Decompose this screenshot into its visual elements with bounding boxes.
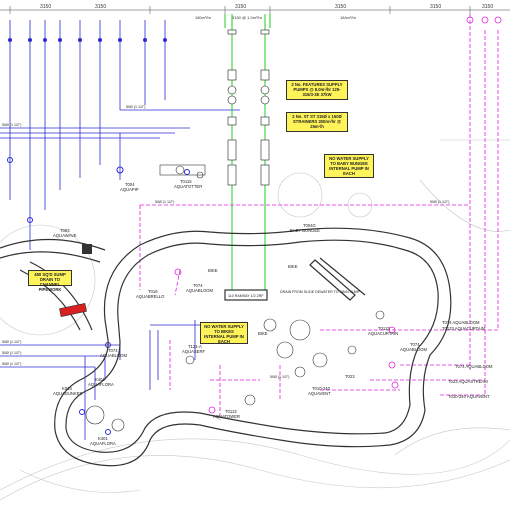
header-dim-5: 3150 [430,4,441,10]
side-label-4: T010-240 AQUAVENT [448,394,490,399]
pipe-label-3: 50Ø (1 1/2") [2,351,21,355]
strainers-callout: 2 No. ST ST 315Ø x 150Ø STRAINERS 300m³/… [286,112,348,132]
pump-strainer-symbols [227,29,270,186]
baby-bungee-supply-callout: NO WATER SUPPLY TO BABY BUNGEE INTERNAL … [324,154,374,178]
features-supply-callout: 2 No. FEATURES SUPPLY PUMPS @ 8.0m³/hr 1… [286,80,348,100]
feature-label-tag-8: T074 [410,342,420,347]
blue-pipework [0,20,240,440]
side-label-1: T0123 AQUACURTAIN [442,326,485,331]
feature-label-tag-12: K401 [98,436,108,441]
feature-label-name-2: AQUAWAVE [53,233,77,238]
bike-label-2: BIKE [288,264,298,269]
side-label-3: T023 AQUASTREAM [448,379,488,384]
feature-label-name-9: AQUASERF [182,349,205,354]
header-dim-2: 3150 [95,4,106,10]
header-flow-2: 3150 @ 1.0m³/hr [232,15,263,20]
pool-outline [0,227,452,467]
feature-label-tag-15: T010-240 [312,386,331,391]
header-dim-1: 3150 [40,4,51,10]
pipe-label-2: 50Ø (1 1/2") [2,340,21,344]
feature-label-tag-5: T016 [148,289,158,294]
bike-label-3: BIKE [258,331,268,336]
feature-label-name-4: AQUABLOOM [186,288,214,293]
magenta-valves [174,16,502,414]
feature-label-tag-2: T093 [60,228,70,233]
feature-label-tag-9: T121-A [188,344,202,349]
bikes-supply-callout: NO WATER SUPPLY TO BIKES INTERNAL PUMP I… [200,322,248,344]
feature-label-tag-1: T0115 [180,179,192,184]
header-dim-6: 3150 [482,4,493,10]
feature-label-name-1: AQUATOTTER [174,184,202,189]
side-label-0: T074 AQUABLOOM [442,320,480,325]
feature-label-name-6: AQUABLOOM [100,353,128,358]
feature-label-name-3: BABY BUNGEE [290,228,320,233]
header-flow-1: 180m³/hr [195,15,212,20]
feature-label-name-12: AQUAFLORA [90,441,116,446]
feature-label-tag-14: T023 [345,374,355,379]
feature-label-tag-13: T0122 [225,409,238,414]
bike-label-1: BIKE [208,268,218,273]
blue-valves [7,38,190,435]
sump-channel-marker [59,244,92,317]
sump-callout: 450 SQ'D SUMP DRAIN TO CHANNEL PIPEWORK [28,270,72,292]
feature-label-name-13: AQUATOWER [213,414,240,419]
pipe-label-1: 50Ø (1 1/2") [126,105,145,109]
pipe-label-4: 50Ø (1 1/2") [2,362,21,366]
feature-label-name-0: AQUAPIP [120,187,139,192]
header-dimension-line [0,6,510,14]
header-dim-4: 3150 [335,4,346,10]
feature-label-name-11: AQUAFLORA [88,382,114,387]
pipe-label-7: 50Ø (1 1/2") [270,375,289,379]
background-linework [0,139,510,501]
feature-label-tag-0: T004 [125,182,135,187]
feature-label-tag-4: T074 [193,283,203,288]
feature-label-name-10: AQUADUNKER [53,391,83,396]
pipe-label-6: 50Ø (1 1/2") [155,200,174,204]
feature-label-name-5: AQUABRELLO [136,294,165,299]
pipe-label-0: 50Ø (1 1/2") [2,123,21,127]
feature-label-name-15: AQUAVENT [308,391,331,396]
feature-label-name-8: AQUABLOOM [400,347,428,352]
header-dim-3: 3150 [235,4,246,10]
pipe-label-5: 50Ø (1 1/2") [430,200,449,204]
suction-label: 110 RAMSAY 1/2 ZRF [228,294,264,298]
feature-symbols [85,164,385,432]
magenta-pipework [139,14,499,420]
feature-label-tag-3: T004G [303,223,316,228]
drain-note: DRAIN FROM SLIDE DEWATER TO MAIN SUMP [280,290,361,294]
feature-label-tag-6: T074 [108,348,118,353]
header-flow-4: 184m³/hr [340,15,357,20]
side-label-2: T074 AQUABLOOM [455,364,493,369]
feature-label-tag-10: K034 [62,386,72,391]
feature-label-tag-7: T0123 [378,326,391,331]
feature-label-tag-11: K401 [95,377,105,382]
feature-label-name-7: AQUACURTAIN [368,331,398,336]
